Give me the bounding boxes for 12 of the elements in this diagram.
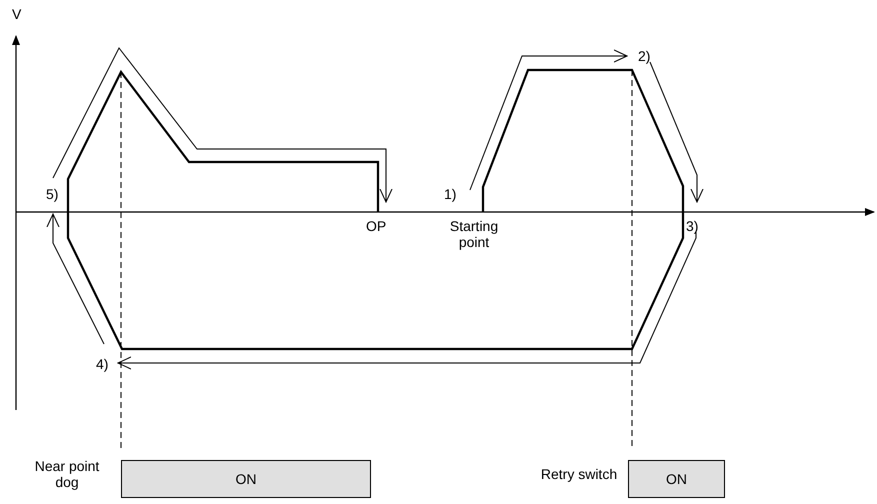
step-number: 4)	[96, 356, 108, 372]
point-label: Starting point	[448, 218, 500, 250]
point-label: OP	[366, 218, 386, 234]
signal-name: Retry switch	[540, 466, 618, 482]
signal-on-bar: ON	[121, 460, 371, 498]
step-number: 2)	[638, 48, 650, 64]
signal-name: Near point dog	[34, 458, 100, 490]
step-number: 5)	[46, 186, 58, 202]
step-number: 3)	[686, 218, 698, 234]
step-number: 1)	[444, 186, 456, 202]
axis-label: V	[12, 6, 22, 22]
signal-on-bar: ON	[628, 460, 725, 498]
